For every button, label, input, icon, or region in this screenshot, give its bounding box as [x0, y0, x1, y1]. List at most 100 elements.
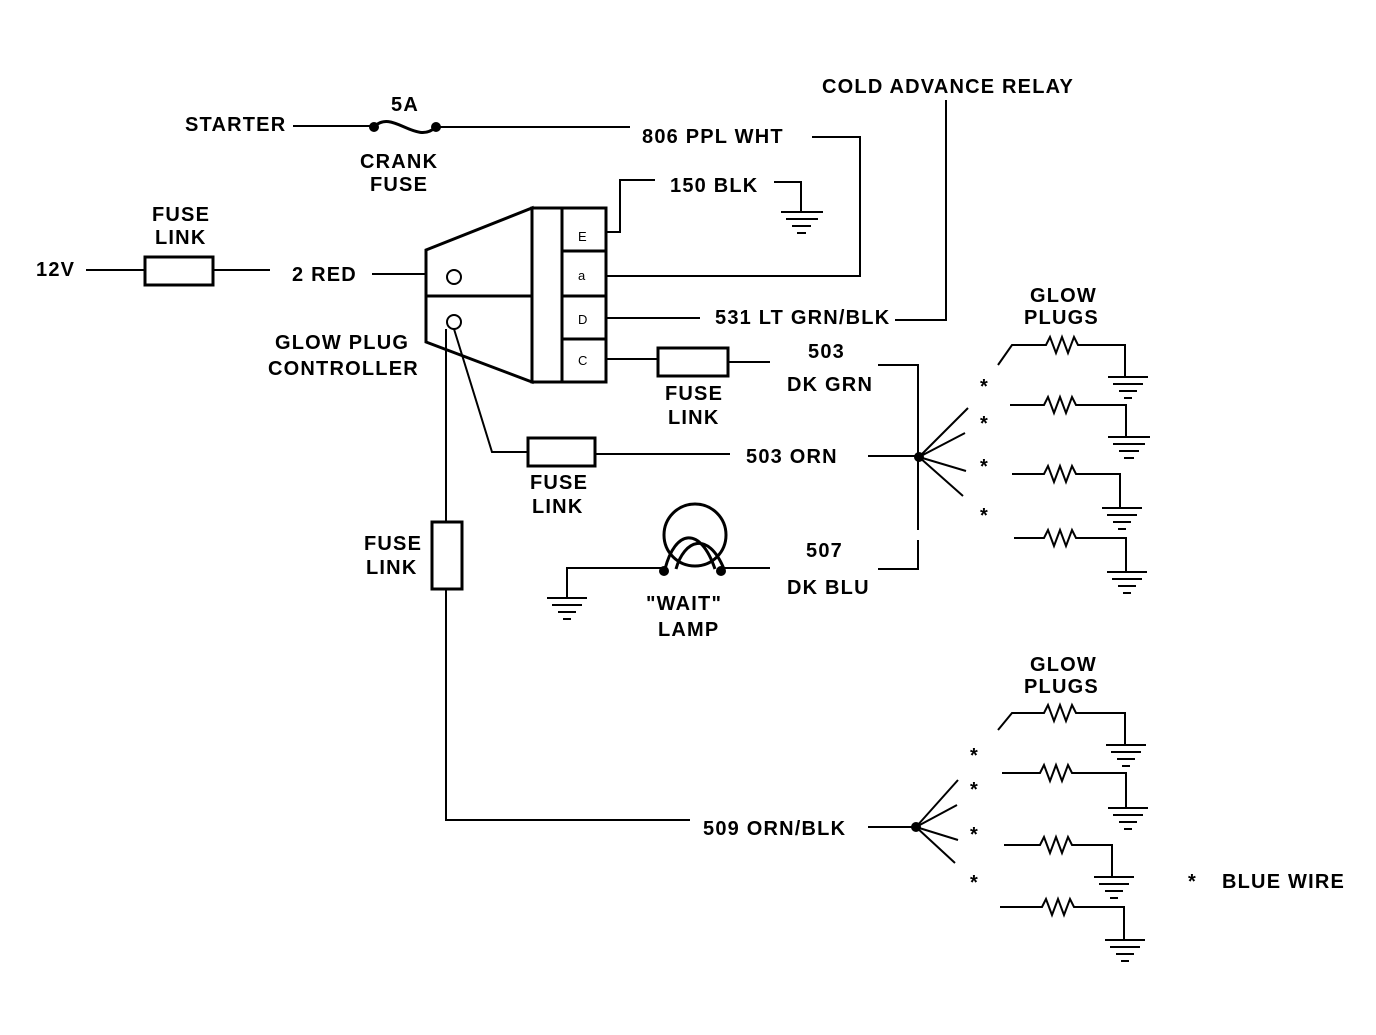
ground-icon — [1102, 507, 1142, 530]
controller-label-line1: GLOW PLUG — [275, 332, 409, 354]
glow-plug-resistor — [997, 334, 1126, 377]
wire-806-to-pin-a — [606, 136, 861, 277]
crank-fuse-label-line1: CRANK — [360, 151, 438, 173]
wire-806-label: 806 PPL WHT — [642, 126, 784, 148]
fuse-link-4-label-line2: LINK — [366, 557, 417, 579]
star-mark: * — [970, 872, 979, 894]
fuse-link-1-label-line1: FUSE — [152, 204, 210, 226]
ground-icon — [1105, 939, 1145, 962]
wire-507-right — [878, 540, 919, 570]
ground-icon — [1108, 436, 1150, 459]
wire-lamp-to-ground — [566, 567, 664, 598]
wire-503-orn: FUSE LINK 503 ORN — [453, 328, 918, 518]
starter-circuit: STARTER 5A CRANK FUSE 806 PPL WHT — [185, 94, 861, 277]
wire-150-label: 150 BLK — [670, 175, 758, 197]
wire-507-number: 507 — [806, 540, 843, 562]
glow-plug-controller: E a D C GLOW PLUG CONTROLLER — [268, 205, 608, 385]
wire-531-to-relay — [895, 100, 947, 321]
cold-advance-relay-label: COLD ADVANCE RELAY — [822, 76, 1074, 98]
fuse-link-4-label-line1: FUSE — [364, 533, 422, 555]
ground-icon — [1108, 376, 1148, 399]
crank-fuse-label-line2: FUSE — [370, 174, 428, 196]
glow-plug-resistor — [997, 702, 1126, 745]
glow-plugs-group-1: GLOW PLUGS * * * * — [914, 285, 1150, 594]
star-mark: * — [980, 413, 989, 435]
glow-plug-resistor — [1014, 527, 1127, 572]
star-mark: * — [970, 745, 979, 767]
ground-icon — [1108, 807, 1148, 830]
star-mark: * — [980, 505, 989, 527]
ground-150: 150 BLK — [606, 175, 823, 234]
wire-controller-to-fuse-link-3 — [453, 328, 528, 453]
ground-icon — [1094, 876, 1134, 899]
star-mark: * — [980, 376, 989, 398]
wire-509-label: 509 ORN/BLK — [703, 818, 846, 840]
wait-lamp-icon — [662, 502, 728, 568]
pin-a-label: a — [578, 268, 586, 283]
starter-label: STARTER — [185, 114, 286, 136]
wait-lamp-label-line1: "WAIT" — [646, 593, 722, 615]
wire-503-color: DK GRN — [787, 374, 873, 396]
glow-plug-resistor — [1004, 834, 1113, 877]
crank-fuse-rating: 5A — [391, 94, 419, 116]
legend: * BLUE WIRE — [1188, 871, 1345, 893]
star-mark: * — [970, 824, 979, 846]
wire-509-left — [445, 589, 690, 821]
wait-lamp-circuit: "WAIT" LAMP 507 DK BLU — [547, 502, 919, 641]
wire-509: FUSE LINK 509 ORN/BLK — [364, 329, 915, 840]
power-feed: 12V FUSE LINK 2 RED — [36, 204, 426, 287]
fuse-link-3-label-line2: LINK — [532, 496, 583, 518]
fuse-link-1 — [143, 255, 215, 287]
wire-503-bus — [878, 364, 919, 530]
wire-507-color: DK BLU — [787, 577, 870, 599]
glow-plugs-1-label-line1: GLOW — [1030, 285, 1097, 307]
pin-e-label: E — [578, 229, 587, 244]
wait-lamp-label-line2: LAMP — [658, 619, 719, 641]
fuse-link-2 — [656, 346, 730, 378]
ground-icon — [781, 211, 823, 234]
wire-503-dk-grn: FUSE LINK 503 DK GRN — [606, 341, 919, 530]
legend-text: BLUE WIRE — [1222, 871, 1345, 893]
star-mark: * — [970, 779, 979, 801]
controller-label-line2: CONTROLLER — [268, 358, 419, 380]
pin-d-label: D — [578, 312, 587, 327]
glow-plugs-1-label-line2: PLUGS — [1024, 307, 1099, 329]
fuse-link-2-label-line2: LINK — [668, 407, 719, 429]
wire-503-number: 503 — [808, 341, 845, 363]
legend-star: * — [1188, 871, 1197, 893]
crank-fuse-element — [372, 120, 438, 134]
star-mark: * — [980, 456, 989, 478]
wire-531: 531 LT GRN/BLK — [606, 307, 890, 329]
ground-icon — [1107, 571, 1147, 594]
glow-plugs-2-label-line2: PLUGS — [1024, 676, 1099, 698]
glow-plug-resistor — [1000, 896, 1125, 940]
fuse-link-1-label-line2: LINK — [155, 227, 206, 249]
glow-plug-resistor — [1002, 762, 1127, 808]
wire-150-right — [774, 181, 802, 212]
ground-icon — [547, 597, 587, 620]
splice-1-fan-wires — [918, 407, 969, 497]
controller-pin-dividers — [562, 249, 606, 341]
splice-2-fan-wires — [915, 779, 959, 864]
controller-connector-body — [530, 206, 564, 384]
controller-terminal-upper — [446, 269, 462, 285]
wait-lamp-filament — [663, 536, 726, 570]
fuse-link-3-label-line1: FUSE — [530, 472, 588, 494]
fuse-link-4 — [430, 520, 464, 591]
wire-503-orn-label: 503 ORN — [746, 446, 838, 468]
controller-terminal-lower — [446, 314, 462, 330]
cold-advance-relay: COLD ADVANCE RELAY — [822, 76, 1074, 321]
glow-plug-resistor — [1012, 463, 1121, 508]
fuse-link-3 — [526, 436, 597, 468]
glow-plug-resistor — [1010, 394, 1127, 437]
voltage-label: 12V — [36, 259, 75, 281]
ground-icon — [1106, 744, 1146, 767]
glow-plugs-group-2: GLOW PLUGS * * * * — [911, 654, 1148, 962]
pin-c-label: C — [578, 353, 587, 368]
wire-150-left — [606, 179, 655, 233]
glow-plugs-2-label-line1: GLOW — [1030, 654, 1097, 676]
wire-531-label: 531 LT GRN/BLK — [715, 307, 890, 329]
fuse-link-2-label-line1: FUSE — [665, 383, 723, 405]
wire-2-label: 2 RED — [292, 264, 357, 286]
